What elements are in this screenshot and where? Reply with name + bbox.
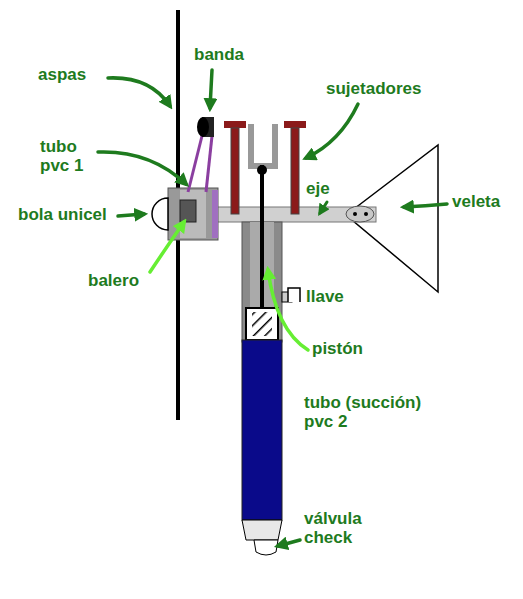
part-label: tubo pvc 1 xyxy=(40,138,98,175)
check-valve xyxy=(242,520,282,540)
part-label: banda xyxy=(194,46,264,65)
belt xyxy=(188,136,202,192)
part-label: balero xyxy=(88,272,158,291)
part-label: tubo (succión) pvc 2 xyxy=(304,394,454,431)
clamp-cap xyxy=(224,121,246,128)
piston-rod xyxy=(260,165,264,310)
clamp-cap xyxy=(284,121,306,128)
clamp xyxy=(231,128,239,214)
part-label: aspas xyxy=(38,66,118,85)
suction-tube xyxy=(242,340,282,520)
shaft-end xyxy=(346,206,374,222)
part-label: pistón xyxy=(312,340,392,359)
bracket xyxy=(251,124,275,166)
part-label: veleta xyxy=(452,193,518,212)
leader-arrows xyxy=(98,70,447,546)
part-label: llave xyxy=(306,288,366,307)
foam-ball xyxy=(152,198,168,230)
part-label: válvula check xyxy=(304,510,388,547)
bearing xyxy=(180,200,196,222)
part-label: bola unicel xyxy=(18,206,118,225)
pulley xyxy=(197,117,209,137)
part-label: sujetadores xyxy=(326,80,446,99)
piston xyxy=(246,308,278,340)
tail-vane xyxy=(346,145,438,292)
part-label: eje xyxy=(306,180,346,199)
clamp xyxy=(291,128,299,214)
